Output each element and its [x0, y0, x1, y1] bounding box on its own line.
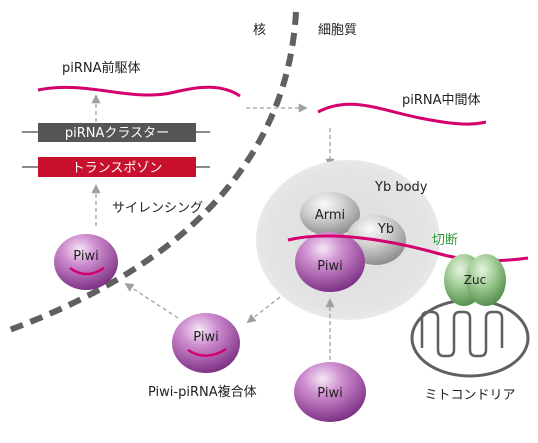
mitochondrion-cristae	[420, 310, 504, 358]
piwi-nucleus: Piwi	[54, 234, 118, 290]
piwi-ybbody: Piwi	[295, 232, 365, 292]
zuc-protein: Zuc	[444, 254, 506, 306]
zuc-label: Zuc	[464, 273, 486, 287]
pirna-cluster-label: piRNAクラスター	[65, 126, 169, 141]
piwi-new-label: Piwi	[317, 386, 342, 401]
mitochondrion	[410, 298, 530, 378]
piwi-pirna-complex: Piwi	[172, 313, 240, 373]
piwi-nucleus-label: Piwi	[73, 249, 98, 264]
piwi-ybbody-label: Piwi	[317, 259, 342, 274]
piwi-pirna-complex-label: Piwi-piRNA複合体	[148, 384, 257, 400]
nucleus-label: 核	[253, 23, 266, 38]
cytoplasm-label: 細胞質	[318, 23, 357, 38]
yb-body-label: Yb body	[374, 180, 428, 195]
piwi-nucleus-pirna	[69, 266, 105, 276]
pirna-intermediate-label: piRNA中間体	[402, 93, 481, 108]
transposon-label: トランスポゾン	[72, 161, 163, 176]
arrow-nuclear-import	[124, 283, 179, 319]
pirna-precursor-rna	[37, 85, 241, 98]
silencing-label: サイレンシング	[112, 201, 203, 216]
piwi-complex-label: Piwi	[193, 330, 218, 345]
transposon-bar	[38, 157, 196, 177]
nuclear-membrane	[2, 11, 299, 335]
cleavage-label: 切断	[432, 233, 458, 248]
arrow-complex-export	[246, 279, 303, 324]
pirna-cluster-bar	[38, 123, 196, 142]
pirna-intermediate-rna	[317, 102, 487, 126]
yb-label: Yb	[377, 222, 394, 237]
armi-protein: Armi	[300, 192, 360, 236]
piwi-complex-pirna	[187, 347, 227, 357]
pirna-precursor-label: piRNA前駆体	[62, 60, 141, 76]
mitochondria-label: ミトコンドリア	[424, 388, 515, 403]
armi-label: Armi	[315, 208, 345, 223]
piwi-new: Piwi	[294, 362, 366, 422]
